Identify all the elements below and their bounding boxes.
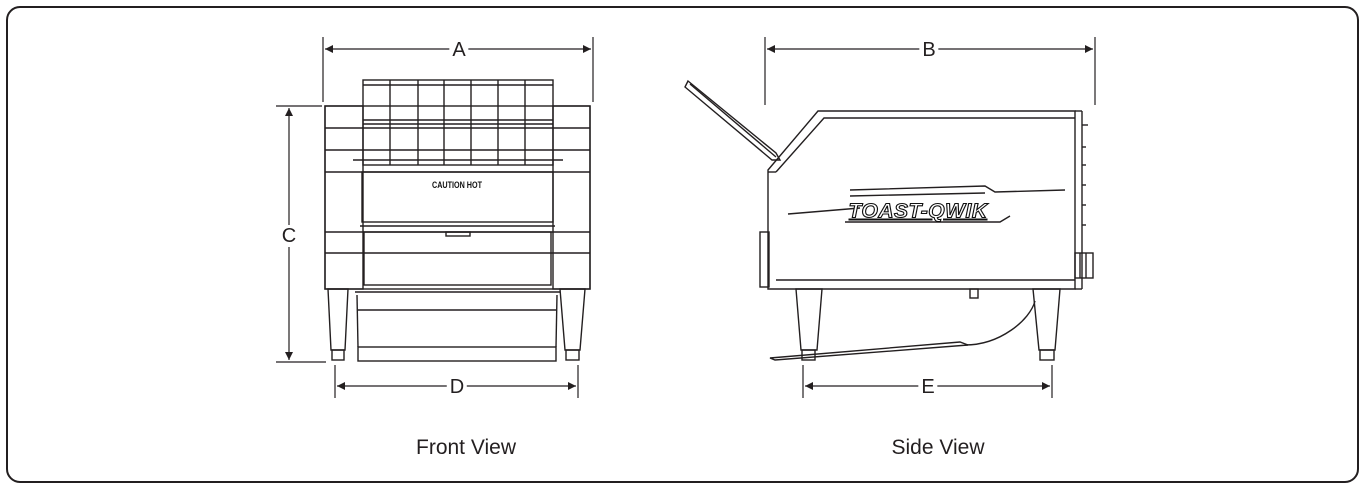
side-view-drawing <box>684 79 1094 361</box>
front-legs <box>327 288 586 361</box>
dimension-label-c: C <box>278 225 300 247</box>
caution-hot-label: CAUTION HOT <box>432 180 482 190</box>
side-lid <box>684 79 782 161</box>
side-view-caption: Side View <box>891 436 985 459</box>
dimension-label-e: E <box>918 376 938 398</box>
brand-logo-text: TOAST-QWIK <box>848 200 988 223</box>
side-body <box>759 110 1094 299</box>
front-body <box>324 105 591 290</box>
dimension-label-d: D <box>446 376 468 398</box>
front-view-caption: Front View <box>416 436 516 459</box>
diagram-frame <box>6 6 1359 483</box>
side-legs <box>795 288 1061 361</box>
wire-basket <box>353 79 563 166</box>
side-brand-stripes <box>787 185 1066 223</box>
front-crumb-tray <box>355 291 560 362</box>
front-view-drawing <box>324 79 591 362</box>
dimension-label-a: A <box>449 39 469 61</box>
dimension-label-b: B <box>919 39 939 61</box>
side-crumb-tray <box>769 300 1036 361</box>
